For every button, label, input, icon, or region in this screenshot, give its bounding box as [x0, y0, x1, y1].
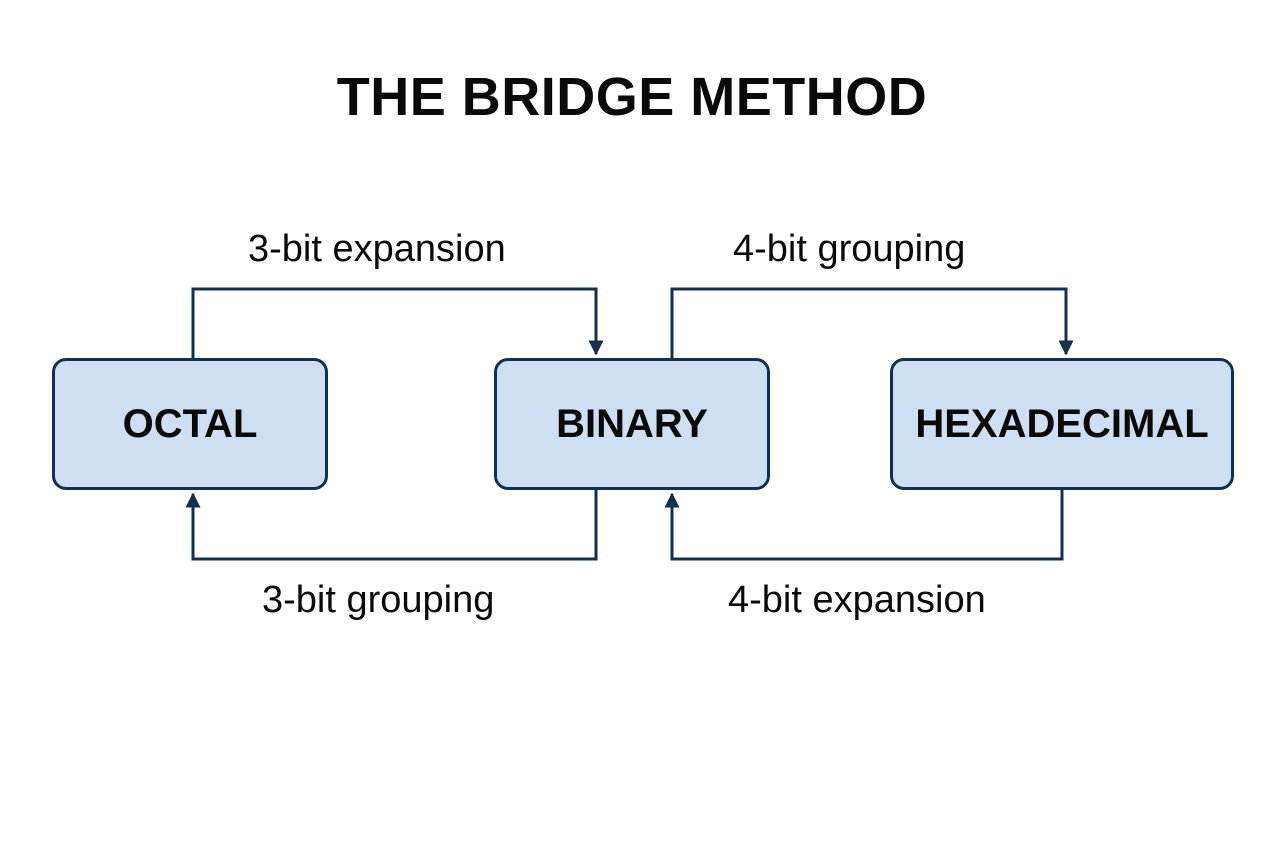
edge-label-octal-to-binary: 3-bit expansion: [248, 228, 506, 270]
arrow-binary-to-octal: [185, 490, 598, 561]
edge-label-hex-to-binary: 4-bit expansion: [728, 579, 986, 621]
node-octal: OCTAL: [52, 358, 328, 490]
node-octal-label: OCTAL: [122, 401, 258, 446]
arrow-binary-to-hex: [670, 287, 1074, 358]
node-binary: BINARY: [494, 358, 770, 490]
arrow-octal-to-binary: [191, 287, 604, 358]
diagram-title: THE BRIDGE METHOD: [336, 67, 928, 127]
node-hexadecimal-label: HEXADECIMAL: [915, 401, 1209, 446]
edge-label-binary-to-hex: 4-bit grouping: [733, 228, 966, 270]
node-binary-label: BINARY: [556, 401, 708, 446]
node-hexadecimal: HEXADECIMAL: [890, 358, 1234, 490]
arrow-hex-to-binary: [664, 490, 1064, 561]
edge-label-binary-to-octal: 3-bit grouping: [262, 579, 495, 621]
